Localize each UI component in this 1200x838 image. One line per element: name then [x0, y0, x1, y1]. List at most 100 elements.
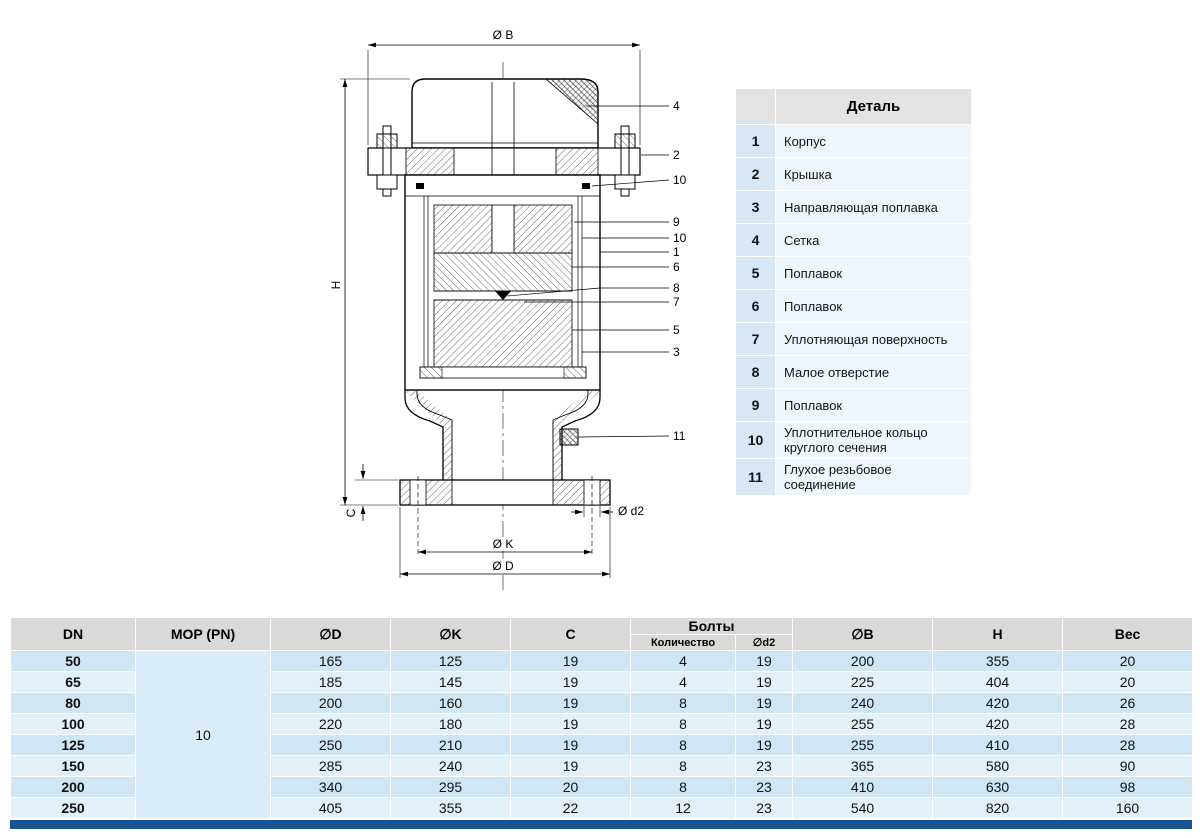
valve-drawing: Ø B H C Ø d2 Ø K Ø D 4 2 10 9 10 1 6 8 7…: [0, 0, 730, 610]
header-mop: MOP (PN): [135, 617, 271, 651]
cell-b: 410: [792, 776, 934, 798]
part-number: 6: [735, 289, 776, 323]
cell-d2: 19: [734, 692, 794, 714]
callout-4: 4: [673, 99, 680, 113]
cell-d2: 19: [734, 734, 794, 756]
callout-10b: 10: [673, 231, 687, 245]
cell-h: 420: [932, 713, 1064, 735]
cell-b: 200: [792, 650, 934, 672]
dims-subheader-row: Количество ∅d2: [11, 634, 1193, 651]
part-name: Крышка: [775, 157, 972, 191]
cell-h: 420: [932, 692, 1064, 714]
header-d2: ∅d2: [734, 634, 794, 651]
part-number: 11: [735, 458, 776, 496]
cell-qty: 8: [630, 713, 736, 735]
cell-dn: 200: [10, 776, 136, 798]
part-name: Уплотняющая поверхность: [775, 322, 972, 356]
cell-weight: 98: [1062, 776, 1194, 798]
cell-b: 255: [792, 713, 934, 735]
header-c: C: [510, 617, 631, 651]
cell-dn: 250: [10, 797, 136, 819]
cell-c: 19: [510, 650, 631, 672]
header-dn: DN: [10, 617, 136, 651]
valve-cap: [411, 78, 599, 149]
part-name: Поплавок: [775, 388, 972, 422]
callout-1: 1: [673, 245, 680, 259]
cell-weight: 20: [1062, 650, 1194, 672]
part-number: 2: [735, 157, 776, 191]
cell-qty: 4: [630, 671, 736, 693]
cell-qty: 4: [630, 650, 736, 672]
cell-d2: 23: [734, 776, 794, 798]
cell-mop: 10: [135, 650, 271, 819]
part-name: Поплавок: [775, 256, 972, 290]
cell-k: 295: [390, 776, 511, 798]
cell-b: 365: [792, 755, 934, 777]
header-h: H: [932, 617, 1064, 651]
dim-row: 80 200 160 19 8 19 240 420 26: [10, 692, 1194, 714]
parts-header-title: Деталь: [775, 88, 972, 125]
bottom-flange: [399, 476, 611, 509]
cell-c: 20: [510, 776, 631, 798]
dim-label-d2: Ø d2: [614, 504, 648, 518]
cell-k: 145: [390, 671, 511, 693]
dims-header-row: DN MOP (PN) ∅D ∅K C Болты ∅B H Вес: [10, 617, 1194, 651]
cover-bolt-right: [614, 125, 636, 197]
cell-weight: 28: [1062, 713, 1194, 735]
cell-d2: 19: [734, 671, 794, 693]
cell-weight: 28: [1062, 734, 1194, 756]
part-number: 7: [735, 322, 776, 356]
header-weight: Вес: [1062, 617, 1194, 651]
threaded-plug: [559, 428, 579, 446]
float-assembly: [419, 204, 587, 379]
parts-header-num: [735, 88, 776, 125]
cell-c: 19: [510, 713, 631, 735]
cell-qty: 12: [630, 797, 736, 819]
part-name: Корпус: [775, 124, 972, 158]
cell-d: 405: [270, 797, 391, 819]
cell-qty: 8: [630, 755, 736, 777]
cell-b: 255: [792, 734, 934, 756]
cell-h: 820: [932, 797, 1064, 819]
header-bolts: Болты: [629, 617, 794, 635]
cell-dn: 100: [10, 713, 136, 735]
callout-8: 8: [673, 281, 680, 295]
cell-qty: 8: [630, 776, 736, 798]
dim-row: 250 405 355 22 12 23 540 820 160: [10, 797, 1194, 819]
cell-d: 185: [270, 671, 391, 693]
header-b: ∅B: [792, 617, 934, 651]
cell-b: 225: [792, 671, 934, 693]
cell-dn: 150: [10, 755, 136, 777]
callout-leaders: [506, 105, 670, 438]
cell-weight: 26: [1062, 692, 1194, 714]
dim-label-k: Ø K: [489, 537, 517, 551]
callout-2: 2: [673, 148, 680, 162]
part-name: Поплавок: [775, 289, 972, 323]
dimensions-table-container: DN MOP (PN) ∅D ∅K C Болты ∅B H Вес Колич…: [10, 617, 1194, 829]
cell-c: 19: [510, 671, 631, 693]
mesh-section: [544, 78, 599, 125]
dim-label-h: H: [329, 278, 343, 292]
cell-c: 22: [510, 797, 631, 819]
cell-d: 340: [270, 776, 391, 798]
o-ring-left: [416, 183, 424, 189]
cell-dn: 80: [10, 692, 136, 714]
dim-label-c: C: [344, 506, 358, 520]
cell-weight: 20: [1062, 671, 1194, 693]
cell-k: 160: [390, 692, 511, 714]
part-name: Уплотнительное кольцо круглого сечения: [775, 421, 972, 459]
callout-11: 11: [673, 429, 686, 443]
part-number: 3: [735, 190, 776, 224]
cell-h: 355: [932, 650, 1064, 672]
cell-d2: 19: [734, 650, 794, 672]
dim-row: 125 250 210 19 8 19 255 410 28: [10, 734, 1194, 756]
